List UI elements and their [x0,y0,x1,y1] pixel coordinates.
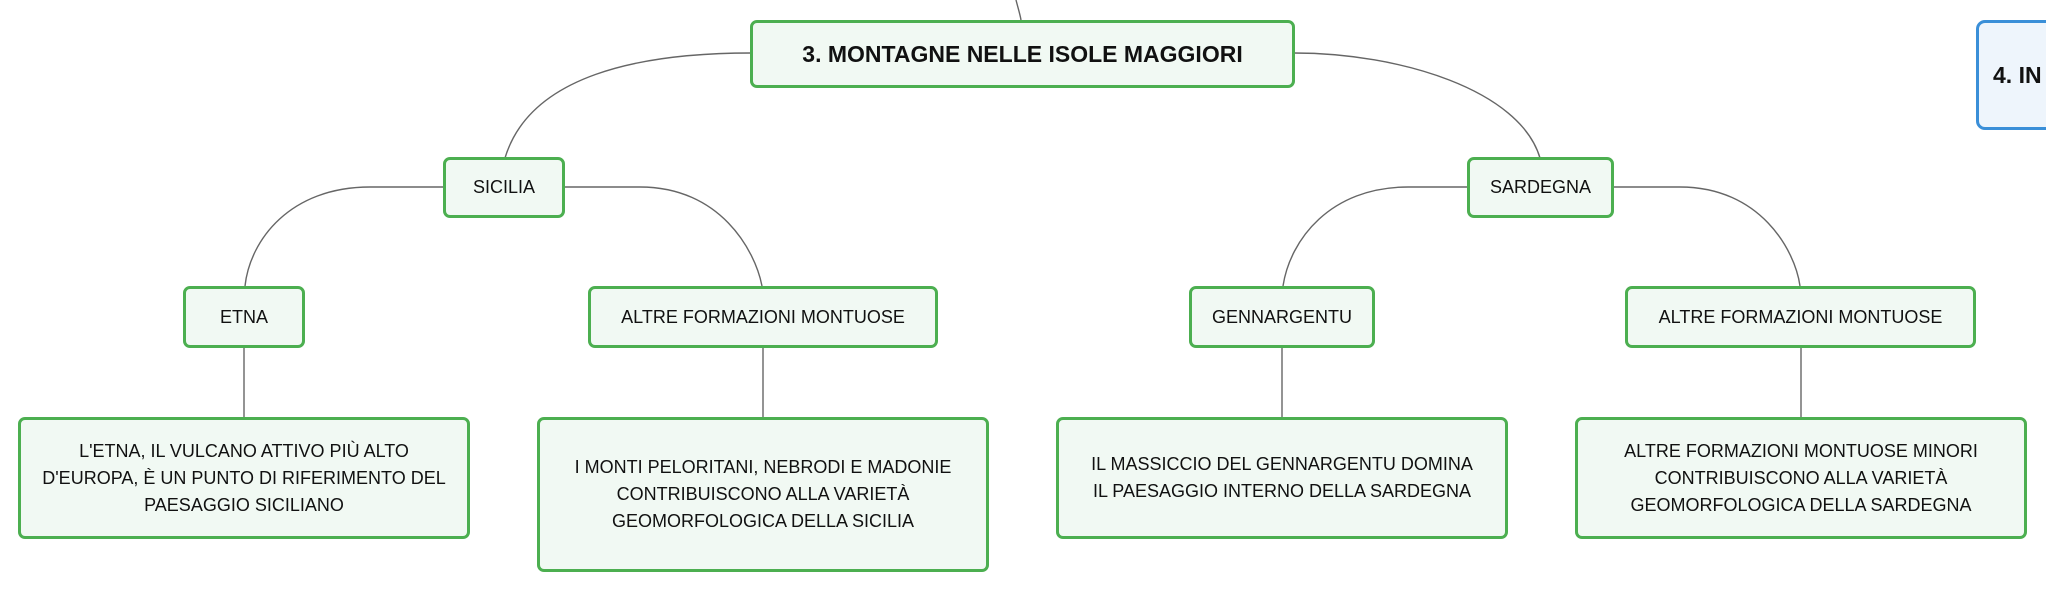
subbranch-node-label: ALTRE FORMAZIONI MONTUOSE [1658,306,1943,327]
detail-node-altre-sicilia[interactable]: I MONTI PELORITANI, NEBRODI E MADONIE CO… [537,417,989,572]
detail-node-text: I MONTI PELORITANI, NEBRODI E MADONIE CO… [574,457,952,531]
connector-sicilia-etna [244,186,444,287]
subbranch-node-altre-sardegna[interactable]: ALTRE FORMAZIONI MONTUOSE [1625,286,1976,348]
subbranch-node-label: GENNARGENTU [1211,306,1352,327]
connector-sicilia-altre [564,186,763,287]
next-root-node[interactable]: 4. IN [1976,20,2046,130]
branch-node-label: SARDEGNA [1489,177,1592,197]
connector-root-sicilia [504,52,752,159]
detail-node-text: ALTRE FORMAZIONI MONTUOSE MINORI CONTRIB… [1624,440,1978,515]
connector-root-sardegna [1293,52,1541,159]
subbranch-node-altre-sicilia[interactable]: ALTRE FORMAZIONI MONTUOSE [588,286,938,348]
connector-sardegna-gennargentu [1282,186,1468,287]
branch-node-sicilia[interactable]: SICILIA [443,157,565,218]
detail-node-etna[interactable]: L'ETNA, IL VULCANO ATTIVO PIÙ ALTO D'EUR… [18,417,470,539]
branch-node-sardegna[interactable]: SARDEGNA [1467,157,1614,218]
detail-node-gennargentu[interactable]: IL MASSICCIO DEL GENNARGENTU DOMINA IL P… [1056,417,1508,539]
detail-node-altre-sardegna[interactable]: ALTRE FORMAZIONI MONTUOSE MINORI CONTRIB… [1575,417,2027,539]
root-node-label: 3. MONTAGNE NELLE ISOLE MAGGIORI [802,40,1243,67]
subbranch-node-label: ETNA [219,306,268,327]
detail-node-text: IL MASSICCIO DEL GENNARGENTU DOMINA IL P… [1091,454,1473,501]
connector-sardegna-altre [1613,186,1801,287]
subbranch-node-etna[interactable]: ETNA [183,286,305,348]
root-node[interactable]: 3. MONTAGNE NELLE ISOLE MAGGIORI [750,20,1295,88]
next-root-node-label: 4. IN [1993,61,2042,88]
connector-root-incoming [1015,0,1022,21]
branch-node-label: SICILIA [472,177,536,197]
subbranch-node-gennargentu[interactable]: GENNARGENTU [1189,286,1375,348]
detail-node-text: L'ETNA, IL VULCANO ATTIVO PIÙ ALTO D'EUR… [42,440,446,515]
subbranch-node-label: ALTRE FORMAZIONI MONTUOSE [621,306,905,327]
